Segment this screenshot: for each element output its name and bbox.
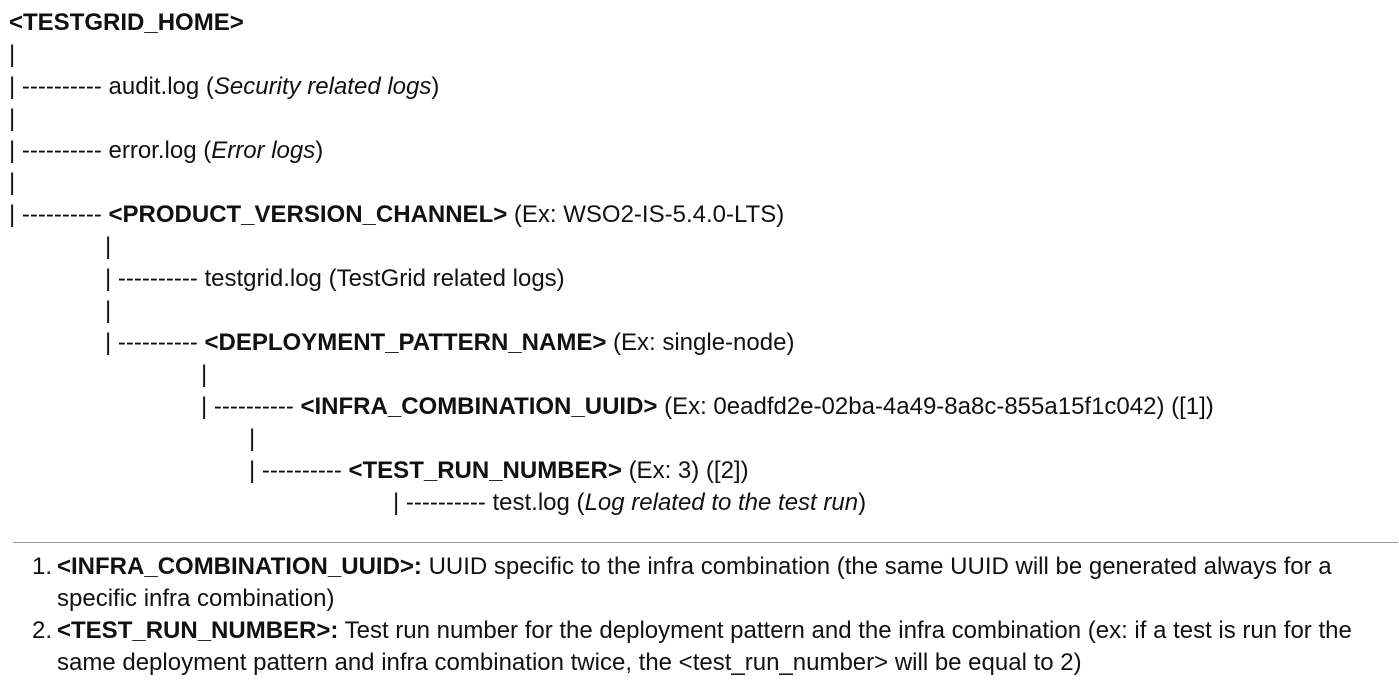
file-description: Error logs — [211, 137, 316, 164]
tree-connector: | — [393, 489, 400, 516]
tree-connector: | — [9, 201, 16, 228]
folder-name: <TEST_RUN_NUMBER> — [348, 457, 622, 484]
footnote-term: <INFRA_COMBINATION_UUID>: — [57, 553, 422, 580]
footnote-number: 1. — [32, 553, 53, 580]
divider — [13, 542, 1398, 543]
file-name: test.log — [492, 489, 570, 516]
footnote-text: UUID specific to the infra combination (… — [57, 553, 1332, 612]
tree-node-test-run-number: | ---------- <TEST_RUN_NUMBER> (Ex: 3) (… — [249, 457, 749, 485]
folder-name: <INFRA_COMBINATION_UUID> — [300, 393, 658, 420]
folder-example: (Ex: single-node) — [613, 329, 795, 356]
footnote-text: Test run number for the deployment patte… — [57, 617, 1352, 676]
tree-connector: | — [201, 361, 208, 388]
tree-branch: ---------- — [213, 393, 294, 420]
tree-branch: ---------- — [261, 457, 342, 484]
tree-branch: ---------- — [21, 73, 102, 100]
tree-root: <TESTGRID_HOME> — [9, 9, 244, 36]
tree-node-error-log: | ---------- error.log (Error logs) — [9, 137, 324, 164]
tree-connector: | — [9, 137, 16, 164]
file-name: testgrid.log — [204, 265, 322, 292]
tree-connector: | — [9, 41, 16, 68]
file-description: (TestGrid related logs) — [328, 265, 565, 292]
tree-branch: ---------- — [21, 137, 102, 164]
tree-node-testgrid-log: | ---------- testgrid.log (TestGrid rela… — [105, 265, 565, 293]
tree-connector: | — [201, 393, 208, 420]
tree-branch: ---------- — [117, 329, 198, 356]
tree-node-infra-combination: | ---------- <INFRA_COMBINATION_UUID> (E… — [201, 393, 1214, 421]
tree-branch: ---------- — [117, 265, 198, 292]
folder-example: (Ex: WSO2-IS-5.4.0-LTS) — [513, 201, 785, 228]
tree-connector: | — [9, 73, 16, 100]
folder-name: <DEPLOYMENT_PATTERN_NAME> — [204, 329, 607, 356]
folder-example: (Ex: 0eadfd2e-02ba-4a49-8a8c-855a15f1c04… — [664, 393, 1214, 420]
file-name: audit.log — [108, 73, 200, 100]
footnote-body: <TEST_RUN_NUMBER>: Test run number for t… — [57, 615, 1387, 679]
folder-example: (Ex: 3) ([2]) — [628, 457, 749, 484]
tree-branch: ---------- — [21, 201, 102, 228]
footnote-term: <TEST_RUN_NUMBER>: — [57, 617, 339, 644]
tree-node-test-log: | ---------- test.log (Log related to th… — [393, 489, 867, 516]
file-name: error.log — [108, 137, 197, 164]
tree-node-deployment-pattern: | ---------- <DEPLOYMENT_PATTERN_NAME> (… — [105, 329, 794, 357]
footnote-item: 1. <INFRA_COMBINATION_UUID>: UUID specif… — [0, 551, 1399, 615]
file-description: Log related to the test run — [584, 489, 859, 516]
footnote-number: 2. — [32, 617, 53, 644]
tree-connector: | — [105, 297, 112, 324]
tree-connector: | — [105, 329, 112, 356]
tree-connector: | — [249, 457, 256, 484]
file-description: Security related logs — [213, 73, 432, 100]
folder-name: <PRODUCT_VERSION_CHANNEL> — [108, 201, 508, 228]
footnote-item: 2. <TEST_RUN_NUMBER>: Test run number fo… — [0, 615, 1399, 679]
tree-connector: | — [9, 169, 16, 196]
tree-connector: | — [105, 233, 112, 260]
tree-branch: ---------- — [405, 489, 486, 516]
tree-connector: | — [105, 265, 112, 292]
tree-node-product-version-channel: | ---------- <PRODUCT_VERSION_CHANNEL> (… — [9, 201, 784, 229]
tree-connector: | — [249, 425, 256, 452]
footnote-body: <INFRA_COMBINATION_UUID>: UUID specific … — [57, 551, 1387, 615]
tree-connector: | — [9, 105, 16, 132]
tree-node-audit-log: | ---------- audit.log (Security related… — [9, 73, 440, 100]
